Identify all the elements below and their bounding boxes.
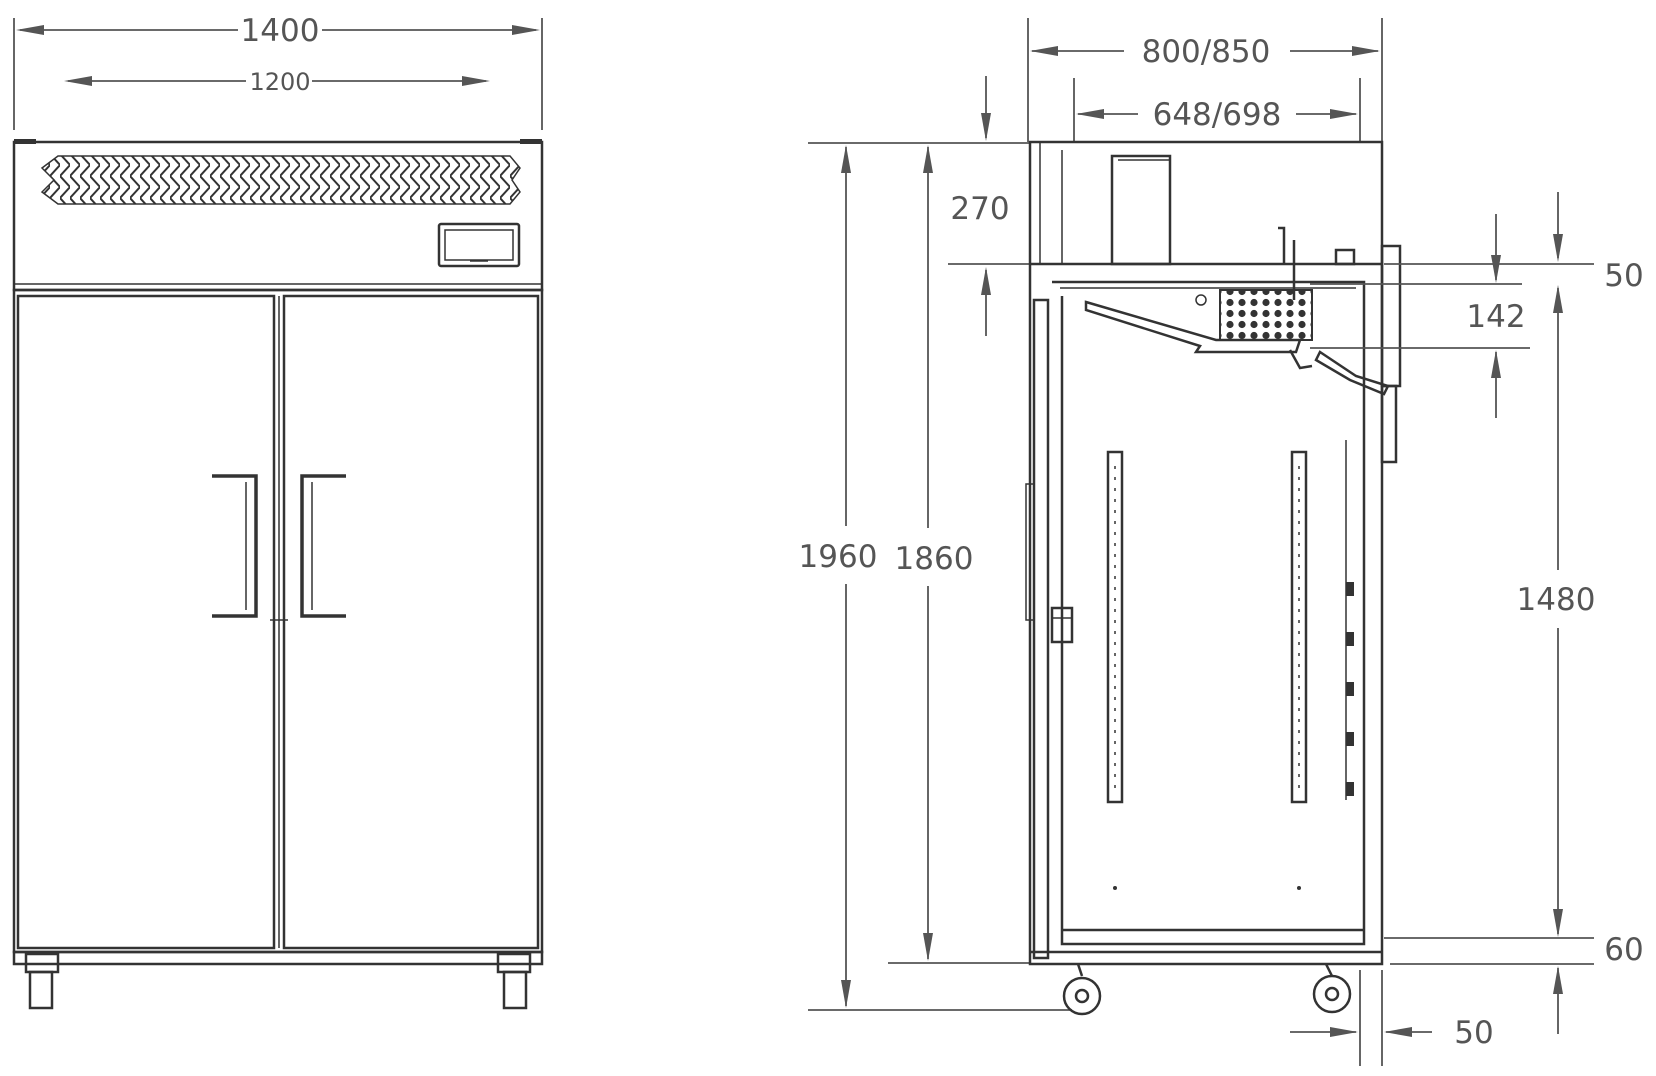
right-door [282, 294, 540, 950]
dimension-body-height: 1860 [895, 145, 974, 961]
dimension-inner-depth: 648/698 [1076, 97, 1358, 133]
depth-label: 800/850 [1142, 34, 1271, 70]
shelf-ladder-rear [1290, 450, 1308, 804]
front-casters [24, 952, 532, 1010]
cabinet-header [12, 139, 544, 292]
right-top-label: 50 [1604, 258, 1643, 294]
dimension-right-top: 50 [1553, 192, 1644, 294]
dimension-vent: 142 [1466, 214, 1526, 418]
cabinet-base [12, 950, 544, 966]
inner-width-label: 1200 [249, 68, 310, 96]
cabinet-body [12, 288, 544, 954]
side-caster-rear [1312, 974, 1352, 1014]
compressor-unit [1110, 154, 1172, 266]
side-caster-front [1062, 976, 1102, 1016]
interior-liner [1052, 280, 1366, 946]
side-door-edge [1032, 298, 1050, 960]
control-display [437, 222, 521, 268]
left-door [16, 294, 276, 950]
side-handle [1050, 606, 1074, 644]
dimension-rear-offset: 50 [1290, 1015, 1494, 1051]
shelf-ladder-front [1106, 450, 1124, 804]
front-view: 1400 1200 [12, 13, 544, 1010]
interior-height-label: 1480 [1517, 582, 1596, 618]
vent-grille [40, 155, 521, 205]
base-label: 60 [1604, 932, 1643, 968]
dimension-inner-width: 1200 [64, 68, 490, 96]
side-cabinet [1025, 140, 1402, 966]
dimension-interior-height: 1480 [1517, 285, 1596, 937]
side-casters [1062, 963, 1352, 1016]
dimension-total-height: 1960 [799, 145, 878, 1008]
side-body [1028, 140, 1384, 966]
caster-left-wheel [28, 970, 54, 1010]
display-screen [444, 229, 514, 261]
total-height-label: 1960 [799, 539, 878, 575]
body-height-label: 1860 [895, 541, 974, 577]
rear-electrical-box [1380, 244, 1402, 388]
caster-right-wheel [502, 970, 528, 1010]
side-view: 800/850 648/698 270 1960 [799, 18, 1644, 1066]
inner-depth-label: 648/698 [1153, 97, 1282, 133]
dimension-outer-width: 1400 [16, 13, 540, 49]
right-door-handle [300, 474, 346, 618]
rear-offset-label: 50 [1454, 1015, 1493, 1051]
vent-label: 142 [1466, 299, 1525, 335]
dimension-depth: 800/850 [1030, 34, 1380, 70]
evaporator-coil [1219, 289, 1313, 341]
drip-tray [1084, 300, 1302, 354]
cabinet-doors [12, 288, 544, 966]
top-section-label: 270 [950, 191, 1009, 227]
outer-width-label: 1400 [241, 13, 320, 49]
dimension-top-section: 270 [950, 76, 1010, 336]
dimension-base: 60 [1553, 932, 1644, 1034]
left-door-handle [212, 474, 258, 618]
air-deflector [1314, 350, 1390, 396]
